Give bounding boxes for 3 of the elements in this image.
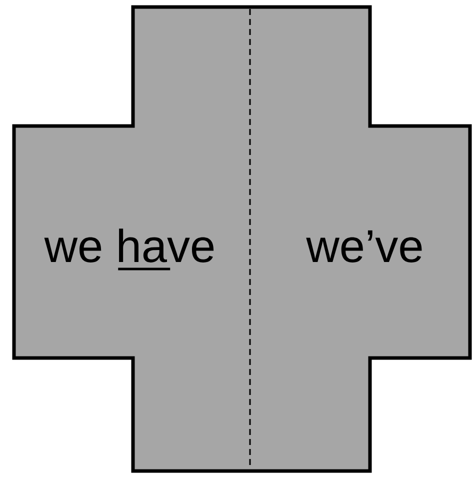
word-text: we have (44, 228, 214, 262)
cross-shape (12, 5, 472, 473)
word-text: we’ve (306, 230, 422, 262)
